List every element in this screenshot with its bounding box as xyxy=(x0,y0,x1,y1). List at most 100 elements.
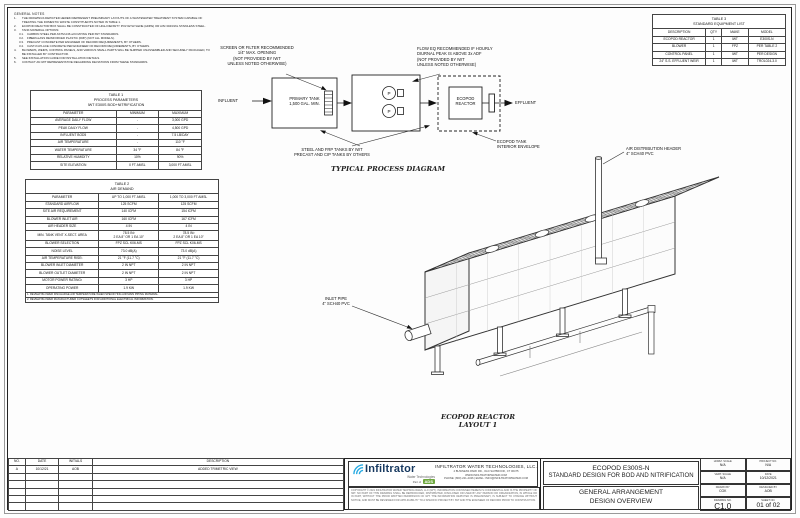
inlet-pipe-stub xyxy=(404,323,432,341)
flow-eq-tank-box xyxy=(351,74,421,132)
pump2-label: P xyxy=(387,109,390,114)
table-cell: 24" S.S. EFFLUENT WEIR xyxy=(651,57,707,67)
table-cell: INITIALS xyxy=(58,457,93,467)
pump1-label: P xyxy=(387,91,390,96)
table-cell: 78.5 IN² 2 EA 8" OR 1 EA 10" xyxy=(158,230,219,241)
table-cell: 7.5 LB/DAY xyxy=(158,131,202,141)
field-date: DATE 10/12/2021 xyxy=(745,471,791,484)
table-cell: 3 HP xyxy=(158,276,219,286)
company-info: INFILTRATOR WATER TECHNOLOGIES, LLC. 4 B… xyxy=(435,462,537,486)
note-item: 3.TANK MATERIAL OPTIONS: xyxy=(14,28,212,33)
sheet-title: GENERAL ARRANGEMENT DESIGN OVERVIEW xyxy=(543,486,699,510)
table-cell: 1 xyxy=(705,43,723,52)
table-cell: 1 xyxy=(705,35,723,45)
primary-tank-label: PRIMARY TANK 1,500 GAL. MIN. xyxy=(289,96,320,107)
field-drawn-by: DRAWN BY CGK xyxy=(700,484,746,497)
table-cell: PARAMETER xyxy=(30,109,117,118)
table-cell: 34 °F xyxy=(115,146,160,155)
table-cell: WATER TEMPERATURE xyxy=(30,146,117,155)
sheet-number: 01 of 02 xyxy=(756,502,781,509)
field-project-no: PROJECT NO. N/A xyxy=(745,458,791,471)
note-item: 3.4.CAST-IN-PLACE CONCRETE PER ENGINEER … xyxy=(14,43,212,49)
table-cell: SITE AIR REQUIREMENT xyxy=(24,208,100,217)
table-cell: 4,500 GPD xyxy=(158,124,202,133)
process-diagram-caption: TYPICAL PROCESS DIAGRAM xyxy=(331,165,445,173)
table-cell: 3,000 GPD xyxy=(158,116,202,126)
effluent-label: EFFLUENT xyxy=(515,100,537,105)
table-cell: 10% xyxy=(115,153,160,163)
table-cell xyxy=(8,502,26,511)
table-cell xyxy=(58,472,93,482)
table-cell: AOB xyxy=(58,465,93,474)
note-item: 5.SEE INSTALLATION GUIDE FOR INSTALLATIO… xyxy=(14,56,212,61)
field-label: PROJECT NO. xyxy=(759,459,777,463)
table-cell: 154 ICFM xyxy=(158,208,219,217)
table-cell: 73.0 dB(A) xyxy=(98,247,160,256)
table-cell: BLOWER INLET AIR xyxy=(24,215,100,224)
table-cell xyxy=(8,480,26,489)
table-cell: IWT xyxy=(721,35,749,45)
note-number: 3.4. xyxy=(19,43,24,48)
title-block-divider-1 xyxy=(344,458,345,510)
table-cell: UP TO 1,000 FT AMSL xyxy=(98,193,160,202)
ecopod-envelope-note: ECOPOD TANK INTERIOR ENVELOPE xyxy=(497,139,540,150)
iso-tank-faces xyxy=(424,176,720,351)
table-cell: BLOWER OUTLET DIAMETER xyxy=(24,269,100,278)
general-notes: GENERAL NOTES 1.THE DRAWINGS DEPICTED HE… xyxy=(14,12,212,65)
field-label: DATE xyxy=(764,472,772,476)
company-block: Infiltrator Water Technologies Part of A… xyxy=(348,461,538,487)
field-value: N/A xyxy=(719,476,726,481)
field-value: N/A xyxy=(765,463,772,468)
table-cell: E300S-N xyxy=(747,35,787,45)
table-cell: - xyxy=(115,131,160,141)
table-cell: INFLUENT BOD5 xyxy=(30,131,117,141)
table-cell: IWT xyxy=(721,50,749,59)
project-title-line2: STANDARD DESIGN FOR BOD AND NITRIFICATIO… xyxy=(548,473,694,480)
table-cell: QTY xyxy=(705,28,723,37)
table-cell xyxy=(58,494,93,504)
air-header-pipe xyxy=(595,156,607,265)
project-title-line1: ECOPOD E300S-N xyxy=(592,464,650,472)
field-sheet-no: SHEET NO. 01 of 02 xyxy=(745,497,791,511)
layout-caption: ECOPOD REACTOR LAYOUT 1 xyxy=(441,413,515,430)
table-cell xyxy=(8,472,26,482)
field-label: DRAWING NO. xyxy=(713,498,732,502)
table-cell xyxy=(24,494,60,504)
field-value: AOB xyxy=(764,489,772,494)
field-drawing-no: DRAWING NO. C1.0 xyxy=(700,497,746,511)
table-cell: AIR TEMPERATURE RISE¹ xyxy=(24,254,100,264)
note-text: CONTACT AN IWT REPRESENTATIVE REGARDING … xyxy=(22,59,149,64)
table-cell: MAKE xyxy=(721,28,749,37)
table-cell xyxy=(24,502,60,511)
company-address: 4 BUSINESS PARK RD., OLD SAYBROOK, CT 06… xyxy=(453,469,519,473)
table-cell: TROL024-3.0 xyxy=(747,57,787,67)
table-cell: BLOWER INLET DIAMETER xyxy=(24,262,100,271)
table-cell: 125 SCFM xyxy=(98,200,160,210)
table-cell xyxy=(91,480,345,489)
table-cell: FPZ SCL K06-MS xyxy=(98,239,160,249)
table-cell: NOISE LEVEL xyxy=(24,247,100,256)
inlet-pipe-label: INLET PIPE 4" SCH40 PVC xyxy=(322,296,350,307)
table-cell: MODEL xyxy=(747,28,787,37)
table-cell: 3 HP xyxy=(98,276,160,286)
logo-wordmark: Infiltrator xyxy=(365,463,416,475)
table-cell: NO. xyxy=(8,457,26,467)
influent-label: INFLUENT xyxy=(218,98,239,103)
note-number: 1. xyxy=(14,16,17,21)
table-cell: DATE xyxy=(24,457,60,467)
air-header-label: AIR DISTRIBUTION HEADER 4" SCH40 PVC xyxy=(626,146,682,157)
note-item: 4.BLOWERS, WEIRS, CONTROL PANELS, AND VA… xyxy=(14,48,212,57)
table-cell: 1 xyxy=(705,50,723,59)
table-cell: AIR HEADER SIZE xyxy=(24,222,100,232)
ads-badge: ADS xyxy=(422,479,435,484)
note-text: FIBERGLASS REINFORCED PLASTIC (FRP) (NOT… xyxy=(27,36,115,41)
table-cell: MAXIMUM xyxy=(158,109,202,118)
screen-filter-note: SCREEN OR FILTER RECOMMENDED 1/4" MAX. O… xyxy=(220,45,294,66)
general-notes-title: GENERAL NOTES xyxy=(14,12,45,16)
table-cell: - xyxy=(115,116,160,126)
note-number: 3.2. xyxy=(19,36,24,41)
field-designed-by: DESIGNED BY AOB xyxy=(745,484,791,497)
field-label: SHEET NO. xyxy=(761,498,776,502)
table-cell: 2. REVIEW BLOWER MANUFACTURER CUTSHEETS … xyxy=(25,296,219,303)
table-cell xyxy=(91,494,345,504)
